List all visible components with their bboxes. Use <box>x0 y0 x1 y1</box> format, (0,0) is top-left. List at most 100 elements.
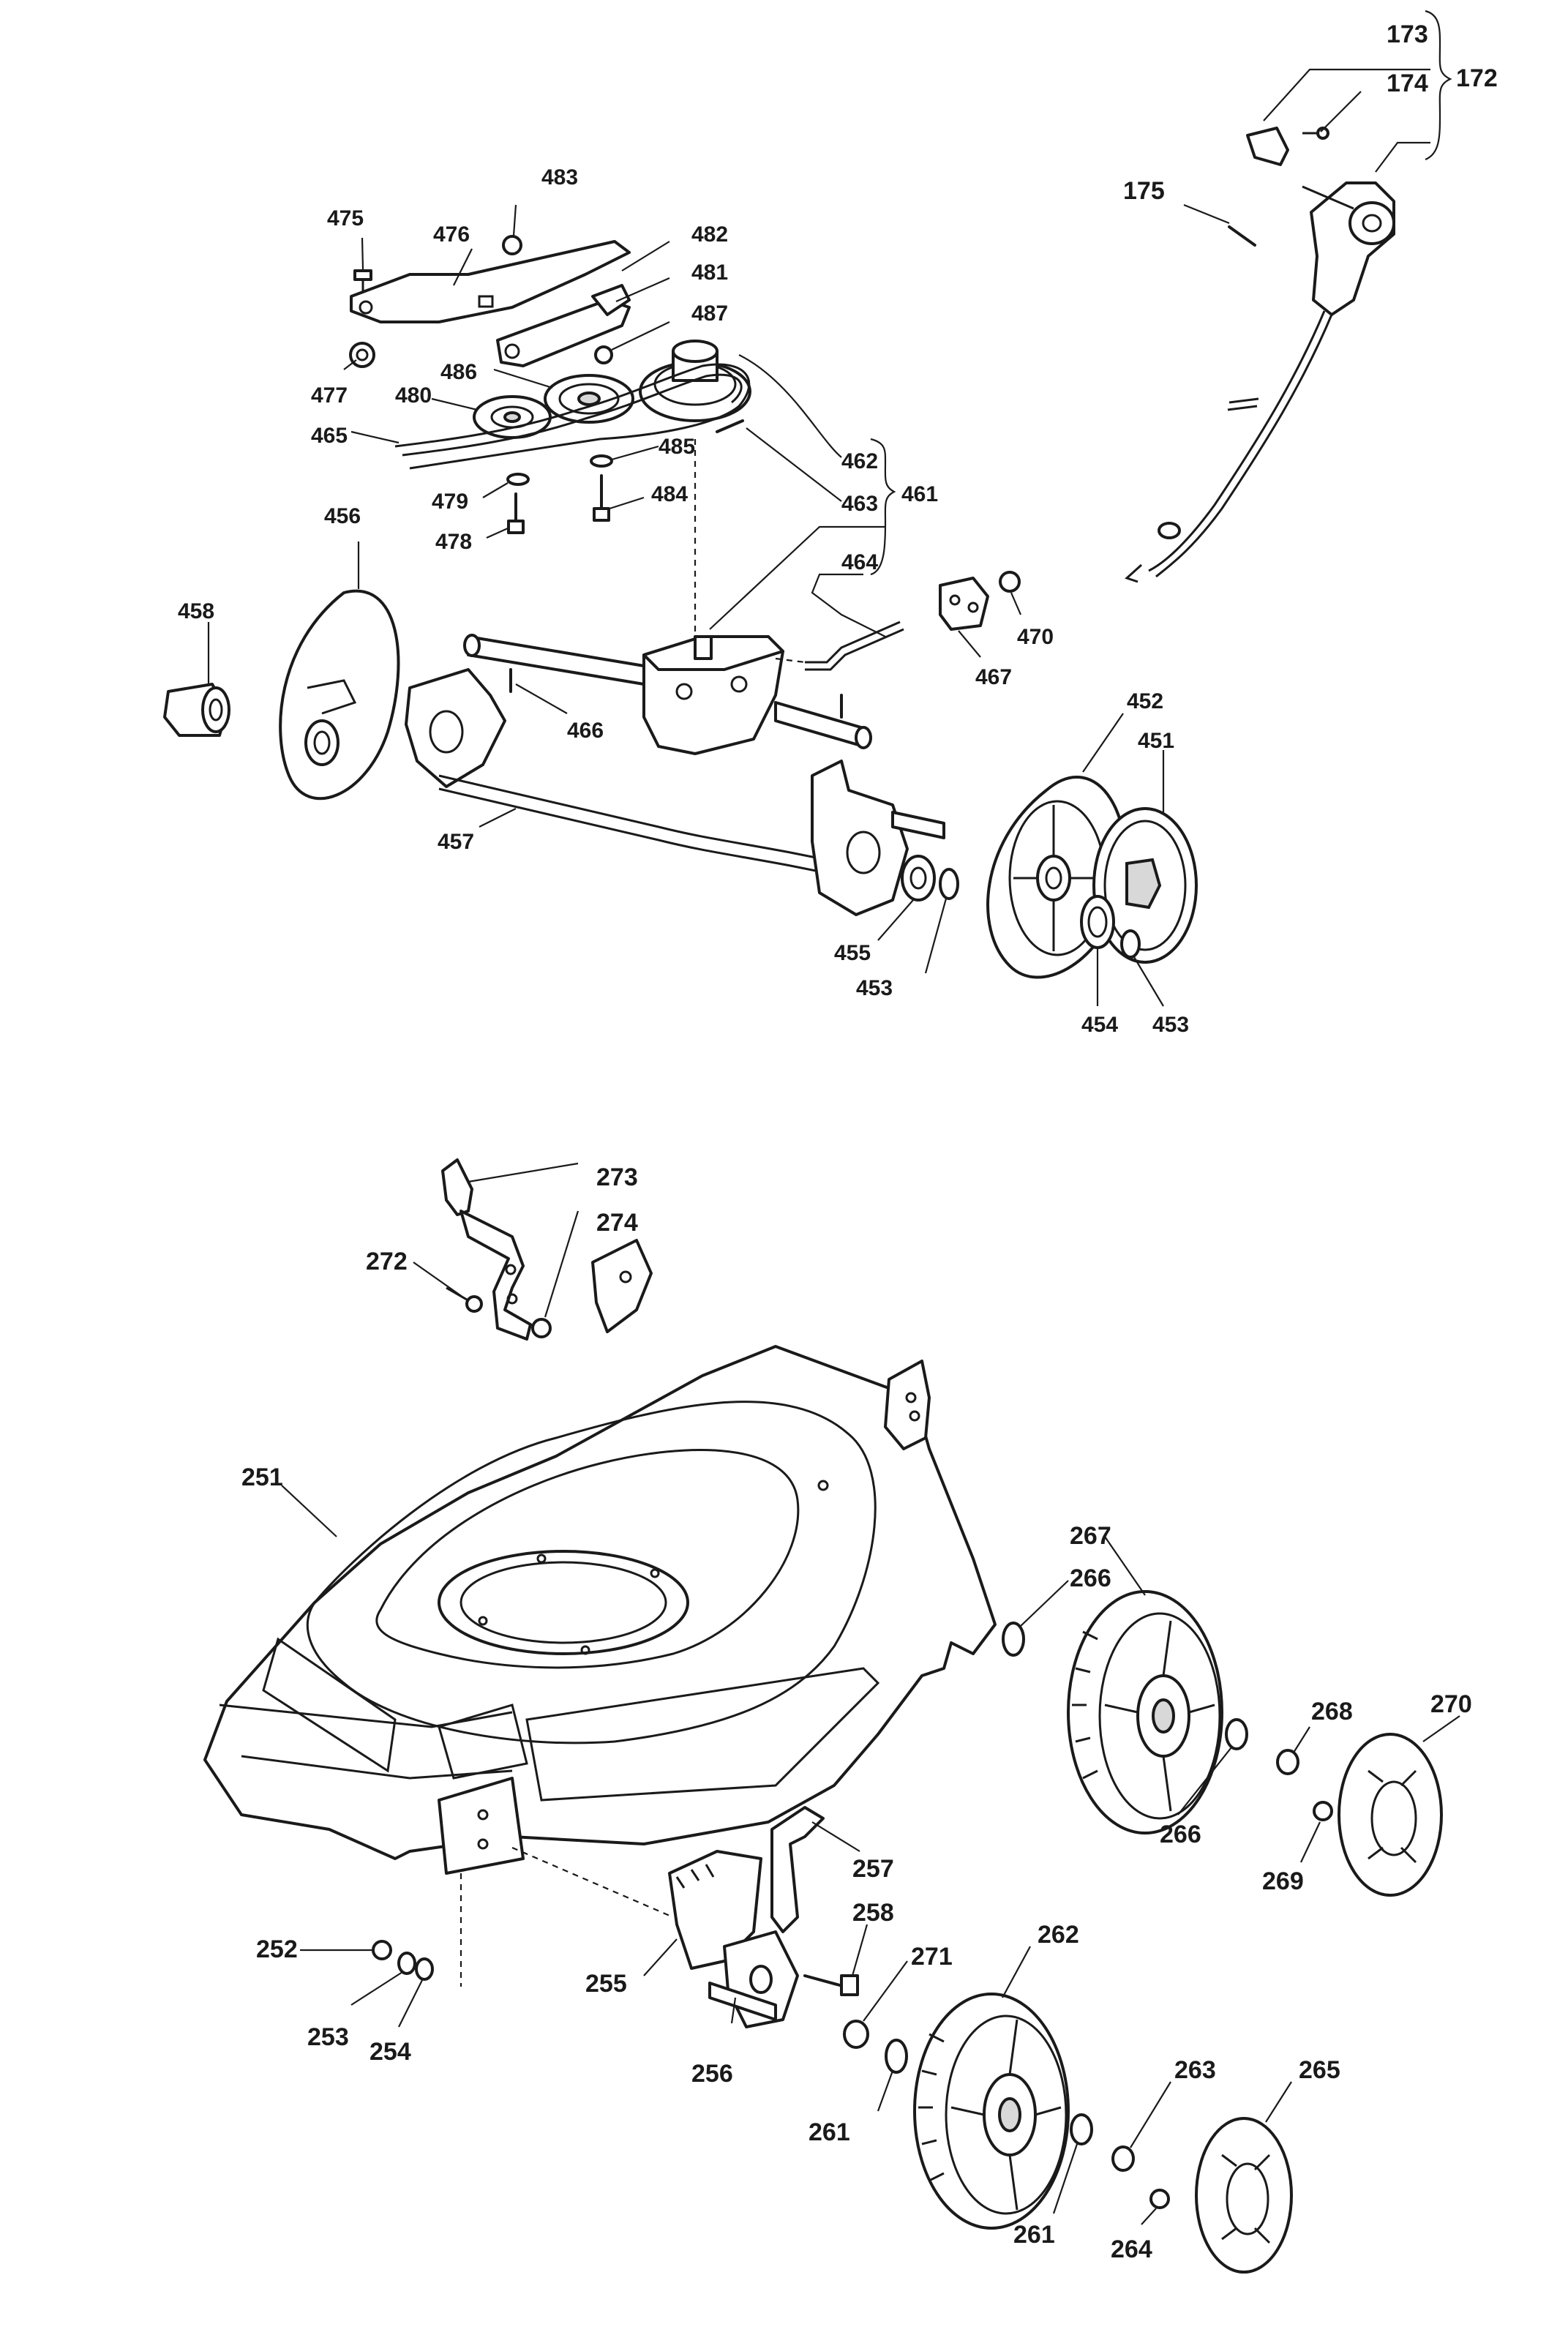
label-174: 174 <box>1387 70 1428 97</box>
pin-175 <box>1228 225 1256 247</box>
label-265: 265 <box>1299 2056 1340 2084</box>
label-470: 470 <box>1017 625 1054 649</box>
label-461: 461 <box>901 482 938 506</box>
label-457: 457 <box>438 830 474 854</box>
label-274: 274 <box>596 1209 638 1237</box>
label-269: 269 <box>1262 1867 1304 1895</box>
label-271: 271 <box>911 1943 953 1971</box>
label-273: 273 <box>596 1163 638 1191</box>
front-wheel-262 <box>913 1993 1070 2230</box>
washer-485 <box>590 454 613 468</box>
hubcap-265 <box>1195 2117 1293 2274</box>
label-484: 484 <box>651 482 688 506</box>
label-482: 482 <box>691 222 728 247</box>
label-451: 451 <box>1138 729 1174 753</box>
label-475: 475 <box>327 206 364 230</box>
washer-253 <box>397 1952 416 1975</box>
label-266-bottom: 266 <box>1160 1821 1201 1848</box>
label-477: 477 <box>311 383 348 408</box>
height-lever-273 <box>441 1158 532 1341</box>
label-253: 253 <box>307 2023 349 2051</box>
label-173: 173 <box>1387 20 1428 48</box>
deck-side-bracket <box>438 1777 525 1875</box>
pulley-480 <box>473 395 552 439</box>
belt-465 <box>394 363 751 470</box>
label-251: 251 <box>241 1463 283 1491</box>
label-456: 456 <box>324 504 361 528</box>
bracket-467 <box>939 577 989 631</box>
label-464: 464 <box>841 550 878 574</box>
label-458: 458 <box>178 599 214 623</box>
upper-leader-lines <box>207 10 1452 1007</box>
label-263: 263 <box>1174 2056 1216 2084</box>
washer-453-left <box>939 868 959 900</box>
lever-257 <box>770 1806 825 1933</box>
bolt-478 <box>507 492 525 534</box>
bearing-266-bottom <box>1225 1718 1248 1750</box>
label-455: 455 <box>834 941 871 965</box>
label-254: 254 <box>370 2038 411 2066</box>
bracket-476 <box>350 240 631 323</box>
part-number-labels: 173 174 172 175 483 475 476 482 481 487 … <box>178 20 1498 2263</box>
washer-453-right <box>1120 929 1141 959</box>
nut-264 <box>1149 2189 1170 2209</box>
gearbox-461 <box>642 635 784 755</box>
rear-axle <box>463 634 872 749</box>
label-272: 272 <box>366 1248 408 1275</box>
deck-251 <box>203 1345 997 1860</box>
lower-leader-lines <box>281 1162 1460 2225</box>
label-172: 172 <box>1456 64 1498 92</box>
label-256: 256 <box>691 2060 733 2088</box>
clip-173 <box>1246 127 1289 166</box>
deck-front-bracket <box>591 1239 653 1333</box>
deck-rear-bracket <box>884 1360 931 1450</box>
screw-174 <box>1302 127 1329 140</box>
disc-456 <box>279 589 400 801</box>
plate-256 <box>708 1930 799 2028</box>
label-487: 487 <box>691 301 728 326</box>
hubcap-270 <box>1338 1733 1443 1897</box>
label-255: 255 <box>585 1970 627 1998</box>
cable-control-lever <box>1125 181 1395 583</box>
label-483: 483 <box>541 165 578 190</box>
label-266-top: 266 <box>1070 1564 1111 1592</box>
label-454: 454 <box>1081 1013 1118 1037</box>
label-485: 485 <box>659 435 695 459</box>
nut-269 <box>1313 1801 1333 1821</box>
label-264: 264 <box>1111 2235 1152 2263</box>
label-175: 175 <box>1123 177 1165 205</box>
bushing-458 <box>163 683 230 737</box>
label-462: 462 <box>841 449 878 473</box>
label-486: 486 <box>440 360 477 384</box>
gear-451 <box>1092 807 1198 964</box>
rear-wheel-267 <box>1067 1590 1223 1834</box>
nut-470 <box>999 571 1021 593</box>
label-463: 463 <box>841 492 878 516</box>
bolt-484 <box>593 474 610 522</box>
label-262: 262 <box>1038 1921 1079 1949</box>
right-side-bracket <box>811 760 945 916</box>
bearing-455 <box>901 855 936 902</box>
pinion-454 <box>1080 895 1115 949</box>
label-261-right: 261 <box>1013 2221 1055 2249</box>
bearing-266-top <box>1002 1622 1025 1657</box>
screw-272 <box>446 1286 483 1313</box>
left-side-bracket <box>405 668 506 788</box>
key-463 <box>716 419 744 433</box>
bolt-258 <box>803 1974 859 1996</box>
nut-274 <box>531 1318 552 1338</box>
washer-263 <box>1111 2145 1135 2172</box>
label-453-left: 453 <box>856 976 893 1000</box>
washer-479 <box>506 473 530 486</box>
idler-arm-481 <box>496 284 631 367</box>
nut-252 <box>372 1940 392 1960</box>
label-465: 465 <box>311 424 348 448</box>
washer-254 <box>415 1957 434 1981</box>
label-268: 268 <box>1311 1698 1353 1725</box>
label-252: 252 <box>256 1935 298 1963</box>
label-480: 480 <box>395 383 432 408</box>
label-478: 478 <box>435 530 472 554</box>
nut-487 <box>594 345 613 364</box>
label-261-left: 261 <box>809 2118 850 2146</box>
